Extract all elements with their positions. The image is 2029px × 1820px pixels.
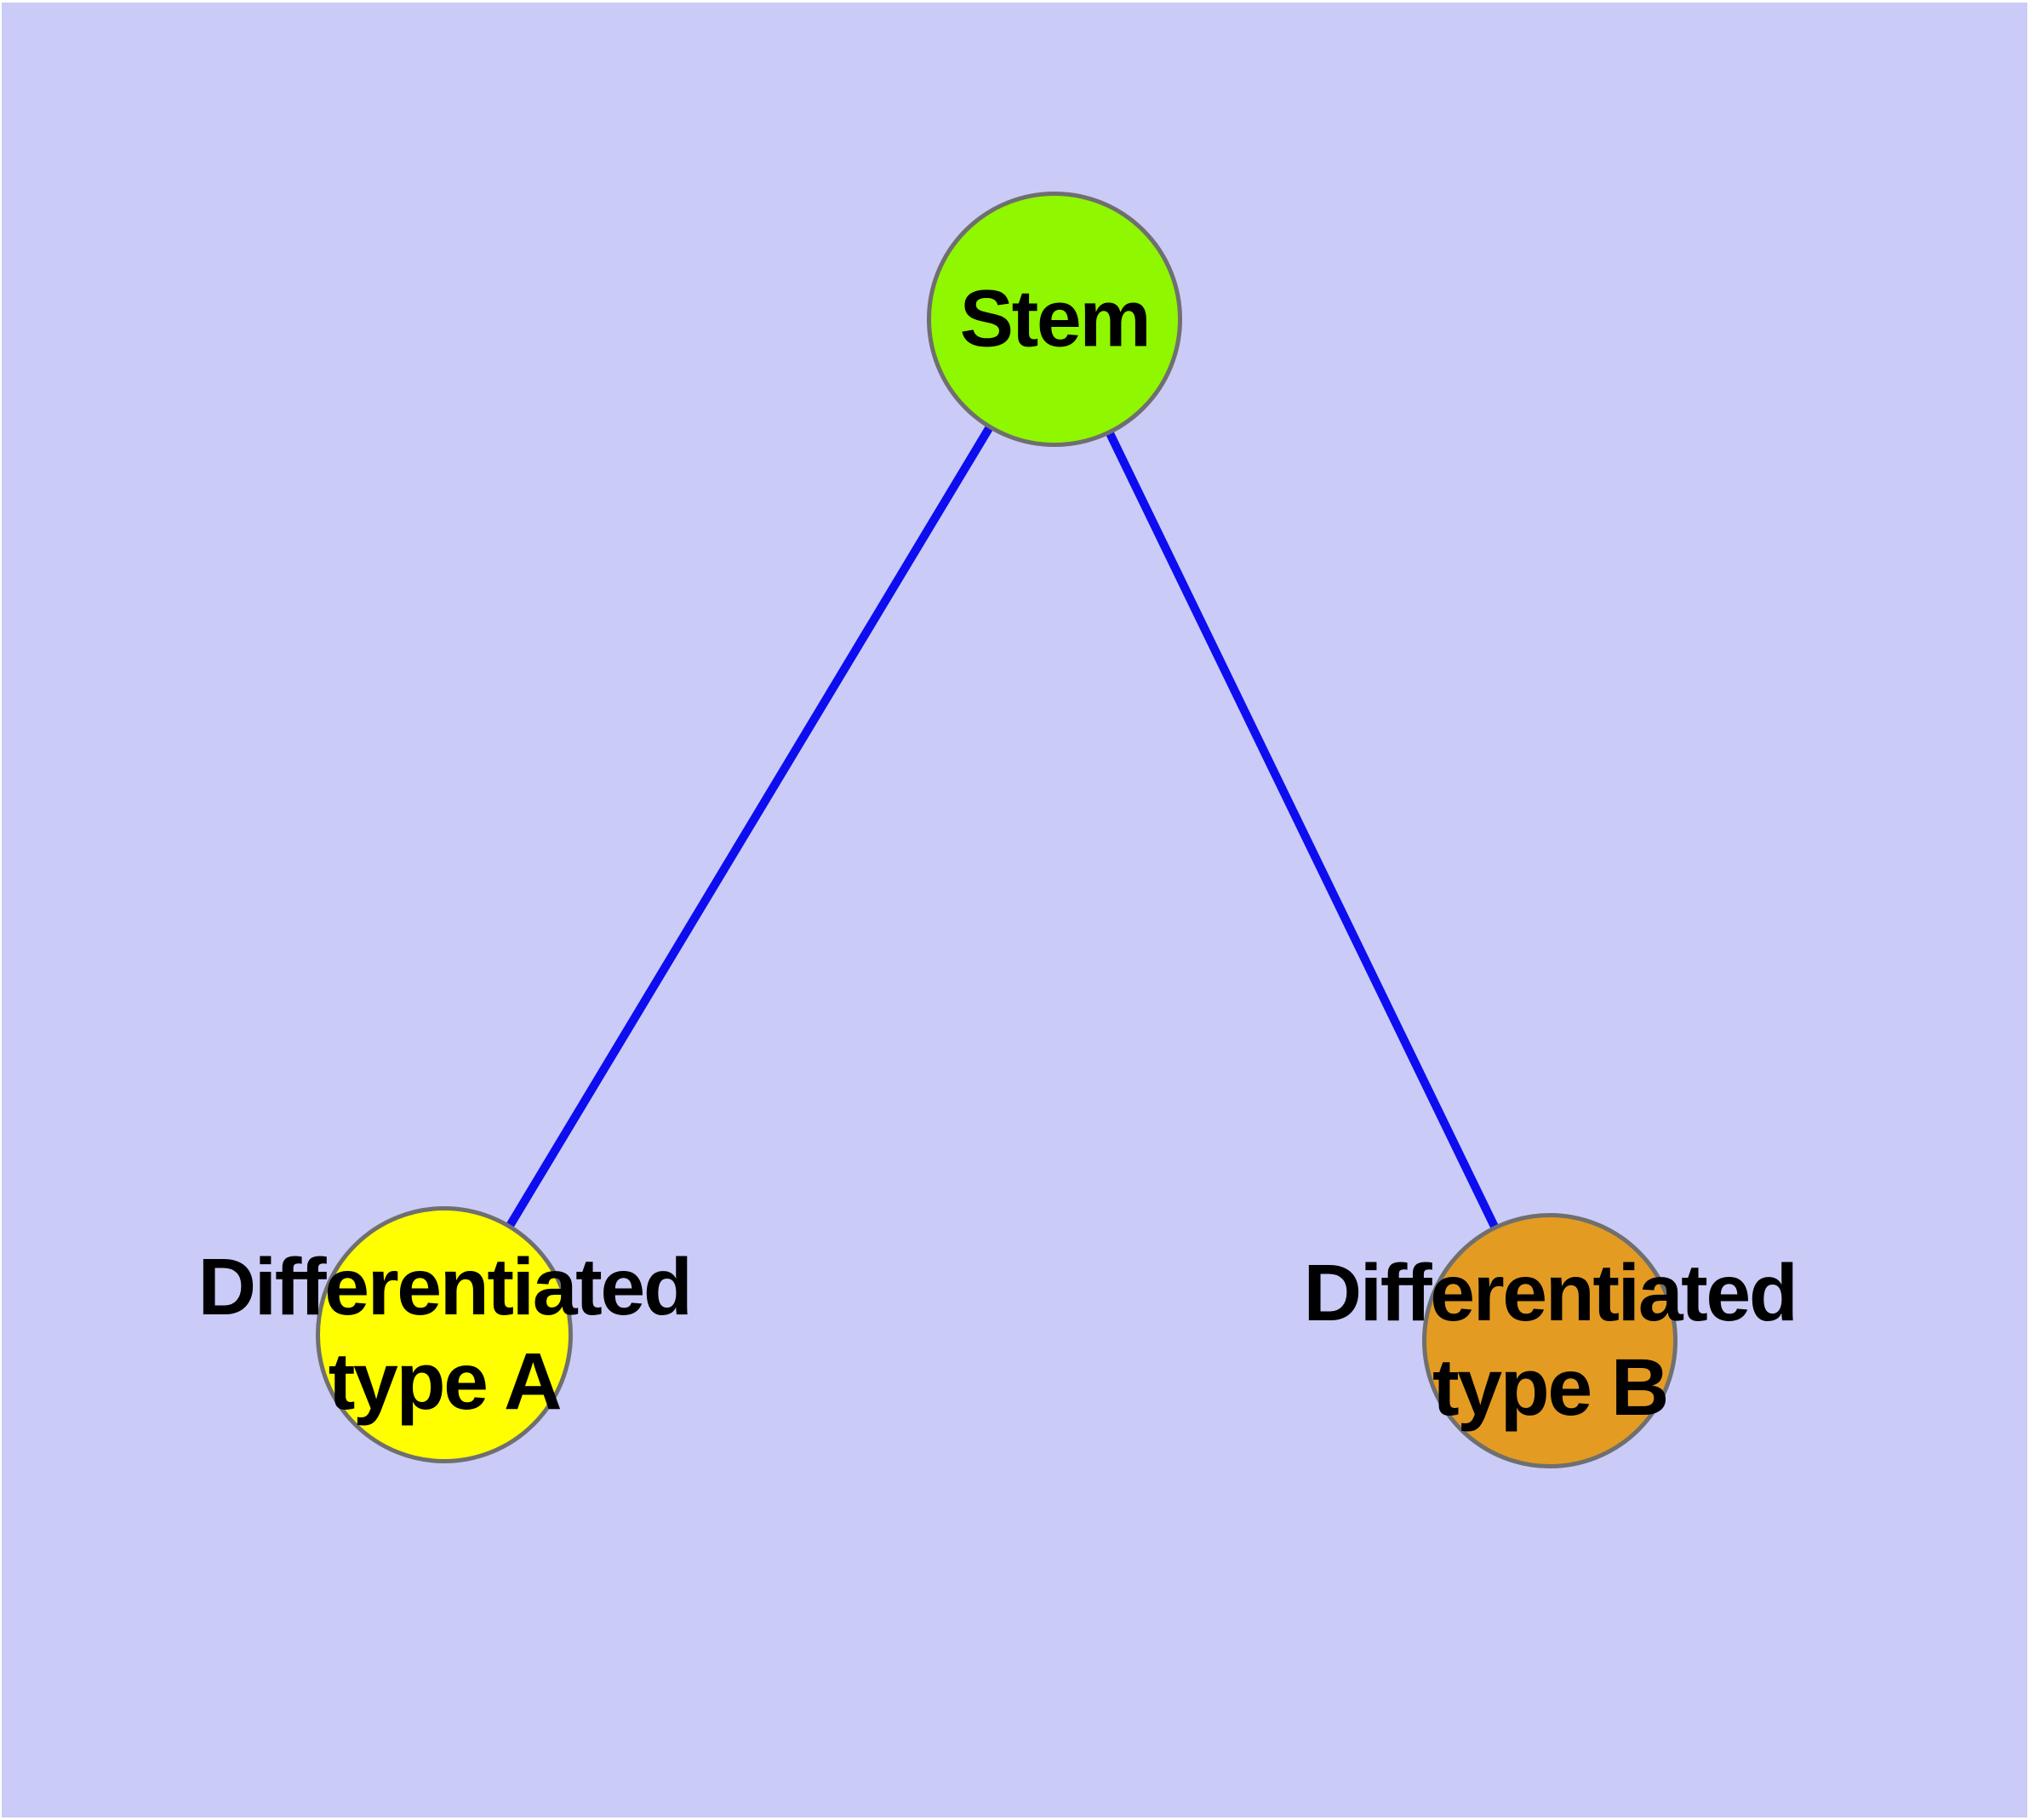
node-differentiated-type-b-circle <box>1422 1213 1677 1468</box>
edges-layer <box>440 317 1554 1343</box>
graph-canvas: Stem Differentiated type A Differentiate… <box>2 3 2027 1817</box>
edge-stem-to-type-b <box>1050 317 1554 1343</box>
node-differentiated-type-a-circle <box>316 1206 573 1463</box>
node-stem-circle <box>927 192 1182 447</box>
edge-stem-to-type-a <box>440 317 1059 1337</box>
